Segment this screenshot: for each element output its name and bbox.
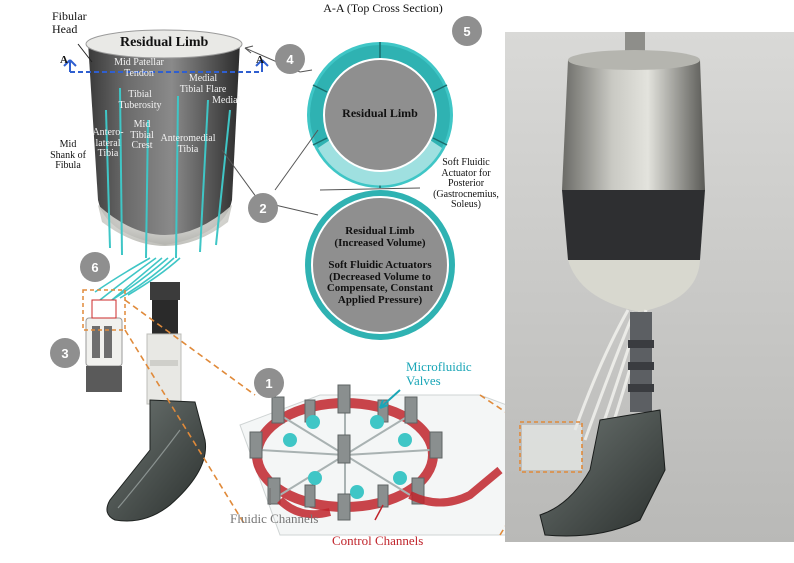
label-anteromedial-tibia: Anteromedial Tibia xyxy=(160,133,216,155)
cross-section-top xyxy=(307,42,453,188)
label-mid-shank-of-fibula: Mid Shank of Fibula xyxy=(50,139,86,171)
label-medial-tibial-flare: Medial Tibial Flare xyxy=(179,73,227,95)
callout-4: 4 xyxy=(275,44,305,74)
pylon-tube xyxy=(146,333,182,405)
section-marker-right: A xyxy=(256,54,264,66)
callout-5: 5 xyxy=(452,16,482,46)
cross-section-top-label: Residual Limb xyxy=(342,106,418,120)
tube-bundle xyxy=(94,257,181,306)
pylon-joint xyxy=(152,300,178,334)
prototype-photo xyxy=(505,32,794,542)
label-medial: Medial xyxy=(212,95,241,106)
microfluidic-valve-array xyxy=(239,384,561,536)
socket-bottom-cap xyxy=(98,205,232,246)
label-fluidic-channels: Fluidic Channels xyxy=(230,511,319,526)
callout-1: 1 xyxy=(254,368,284,398)
section-title: A-A (Top Cross Section) xyxy=(323,1,443,15)
socket-rim xyxy=(85,29,243,59)
callout-2: 2 xyxy=(248,193,278,223)
label-control-channels: Control Channels xyxy=(332,533,424,548)
label-anterolateral-tibia: Antero- lateral Tibia xyxy=(92,127,124,159)
callout-6: 6 xyxy=(80,252,110,282)
socket-body xyxy=(88,42,240,245)
socket-rendering xyxy=(63,29,269,522)
callout-3: 3 xyxy=(50,338,80,368)
label-mid-tibial-crest: Mid Tibial Crest xyxy=(130,119,154,151)
label-mid-patellar-tendon: Mid Patellar Tendon xyxy=(114,57,164,79)
cross-section-bottom-line1: Residual Limb (Increased Volume) xyxy=(334,225,426,249)
socket-teal-tubes xyxy=(105,87,231,259)
cross-section-bottom-line2: Soft Fluidic Actuators (Decreased Volume… xyxy=(326,259,434,306)
label-residual-limb: Residual Limb xyxy=(120,35,209,50)
valve-block xyxy=(85,299,123,392)
cross-section-bottom xyxy=(305,190,455,340)
pylon-adapter xyxy=(150,282,180,300)
label-fibular-head: Fibular Head xyxy=(52,9,87,36)
label-tibial-tuberosity: Tibial Tuberosity xyxy=(118,89,162,111)
section-marker-left: A xyxy=(60,54,68,66)
label-microfluidic-valves: Microfluidic Valves xyxy=(406,359,472,388)
actuator-note: Soft Fluidic Actuator for Posterior (Gas… xyxy=(433,157,499,210)
connector-lines xyxy=(221,45,421,216)
